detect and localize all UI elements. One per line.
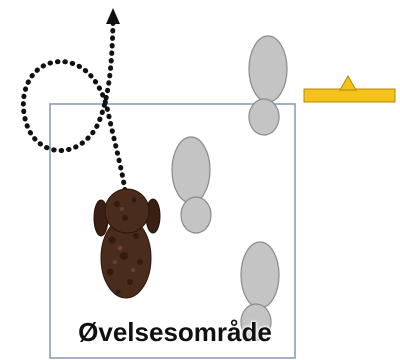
trail-arrowhead-icon <box>106 8 120 24</box>
footprint-bottom-right <box>240 241 280 341</box>
footprint-middle <box>171 136 212 234</box>
start-marker <box>303 74 396 103</box>
dotted-trail-path <box>20 19 128 193</box>
footprint-top-right <box>248 35 288 136</box>
exercise-area-border <box>49 103 296 359</box>
exercise-area-label: Øvelsesområde <box>78 317 272 347</box>
dog-icon <box>93 188 161 299</box>
